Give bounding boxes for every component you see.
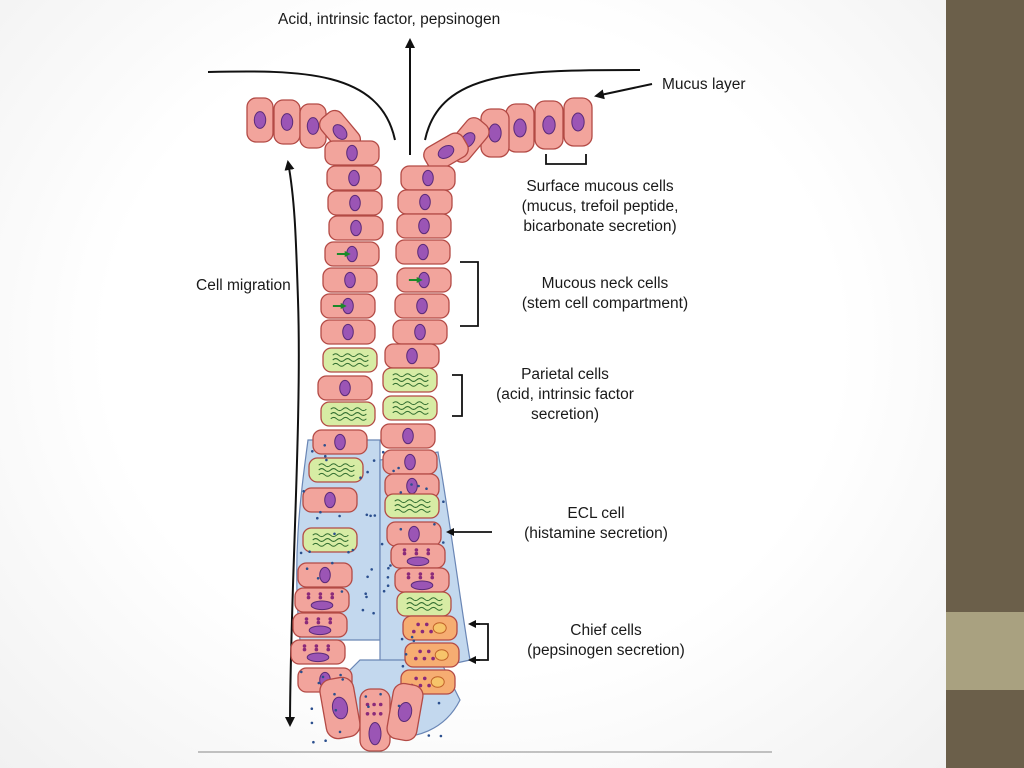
- surface-cell: [328, 215, 384, 241]
- ecl-stroma-dots: [299, 444, 445, 744]
- surface-cell: [312, 429, 368, 455]
- surface-cell: [326, 165, 382, 191]
- cell-migration-arrow-down: [285, 299, 300, 727]
- surface-cell: [380, 423, 436, 449]
- bracket-mucous-neck: [460, 261, 479, 327]
- label-surface-mucous-line1: Surface mucous cells: [526, 178, 674, 195]
- bracket-chief: [474, 623, 489, 661]
- label-surface-mucous-line2: (mucus, trefoil peptide,: [521, 198, 679, 215]
- label-chief-line1: Chief cells: [570, 622, 642, 639]
- surface-cell: [534, 100, 564, 150]
- surface-cell: [505, 103, 535, 153]
- parietal-cell: [302, 527, 358, 553]
- label-ecl-line1: ECL cell: [567, 505, 625, 522]
- parietal-cell: [396, 591, 452, 617]
- mucus-layer-left: [207, 70, 396, 141]
- label-chief-line2: (pepsinogen secretion): [527, 642, 685, 659]
- surface-cell: [423, 132, 469, 172]
- surface-cell: [394, 293, 450, 319]
- cell-migration-arrow-up: [284, 160, 299, 301]
- label-ecl: ECL cell (histamine secretion): [496, 504, 696, 544]
- granular-cell: [359, 688, 391, 752]
- surface-cell: [395, 239, 451, 265]
- label-chief: Chief cells (pepsinogen secretion): [496, 621, 716, 661]
- surface-cell: [396, 213, 452, 239]
- surface-cell: [382, 449, 438, 475]
- surface-cell: [319, 676, 361, 740]
- parietal-cell: [308, 457, 364, 483]
- sidebar-band-bottom: [946, 690, 1024, 768]
- parietal-cell: [382, 395, 438, 421]
- surface-cell: [246, 97, 274, 143]
- mucus-layer-pointer: [594, 83, 653, 100]
- surface-cell: [317, 375, 373, 401]
- cells-layer: [246, 97, 593, 752]
- gastric-gland-diagram: [198, 38, 772, 753]
- stem-cell: [320, 293, 376, 319]
- surface-cell: [273, 99, 301, 145]
- label-parietal: Parietal cells (acid, intrinsic factor s…: [470, 365, 660, 425]
- label-cell-migration: Cell migration: [196, 277, 291, 294]
- label-parietal-line3: secretion): [530, 406, 600, 423]
- chief-cell: [402, 615, 458, 641]
- label-parietal-line1: Parietal cells: [521, 366, 609, 383]
- surface-cell: [386, 521, 442, 547]
- label-mucus-layer: Mucus layer: [662, 76, 746, 93]
- label-surface-mucous: Surface mucous cells (mucus, trefoil pep…: [490, 177, 710, 237]
- label-mucous-neck-line2: (stem cell compartment): [521, 295, 689, 312]
- stem-cell: [324, 241, 380, 267]
- bracket-parietal: [452, 374, 463, 417]
- surface-cell: [384, 473, 440, 499]
- granular-cell: [290, 639, 346, 665]
- sidebar-band-top: [946, 0, 1024, 612]
- surface-cell: [297, 562, 353, 588]
- surface-cell: [397, 189, 453, 215]
- label-mucous-neck-line1: Mucous neck cells: [541, 275, 669, 292]
- granular-cell: [394, 567, 450, 593]
- surface-cell: [386, 682, 424, 742]
- parietal-cell: [322, 347, 378, 373]
- label-mucous-neck: Mucous neck cells (stem cell compartment…: [490, 274, 720, 314]
- granular-cell: [294, 587, 350, 613]
- mucus-layer-right: [424, 69, 641, 141]
- surface-cell: [320, 319, 376, 345]
- surface-cell: [322, 267, 378, 293]
- surface-cell: [384, 343, 440, 369]
- parietal-cell: [382, 367, 438, 393]
- surface-cell: [299, 103, 327, 149]
- label-parietal-line2: (acid, intrinsic factor: [496, 386, 634, 403]
- sidebar-band-accent: [946, 612, 1024, 690]
- surface-cell: [327, 190, 383, 216]
- label-secretion: Acid, intrinsic factor, pepsinogen: [278, 11, 501, 28]
- parietal-cell: [384, 493, 440, 519]
- bracket-surface-mucous: [545, 154, 587, 165]
- slide-sidebar-decoration: [946, 0, 1024, 768]
- chief-cell: [404, 642, 460, 668]
- surface-cell: [563, 97, 593, 147]
- label-surface-mucous-line3: bicarbonate secretion): [523, 218, 677, 235]
- surface-cell: [392, 319, 448, 345]
- label-ecl-line2: (histamine secretion): [524, 525, 668, 542]
- surface-cell: [324, 140, 380, 166]
- parietal-cell: [320, 401, 376, 427]
- granular-cell: [390, 543, 446, 569]
- surface-cell: [302, 487, 358, 513]
- stem-cell: [396, 267, 452, 293]
- surface-cell: [400, 165, 456, 191]
- granular-cell: [292, 612, 348, 638]
